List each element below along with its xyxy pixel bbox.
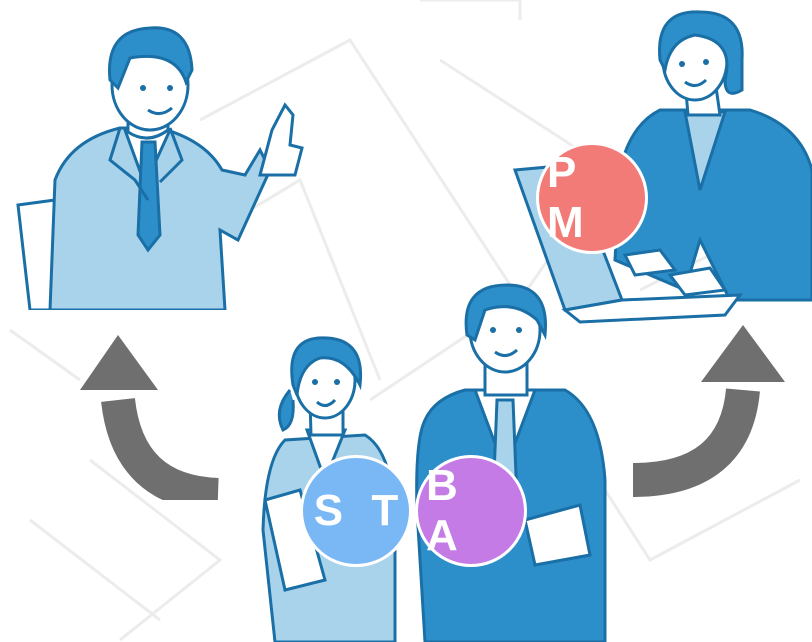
curved-arrow-right [632, 325, 785, 497]
pm-figure [512, 10, 812, 324]
executive-figure [16, 26, 304, 310]
pm-badge-label: P M [547, 148, 592, 247]
curved-arrow-left [80, 335, 220, 500]
st-badge: S T [300, 455, 412, 567]
ba-badge: B A [415, 455, 527, 567]
ba-badge-label: B A [426, 461, 466, 560]
st-badge-label: S T [313, 486, 407, 535]
pm-badge: P M [536, 142, 648, 254]
